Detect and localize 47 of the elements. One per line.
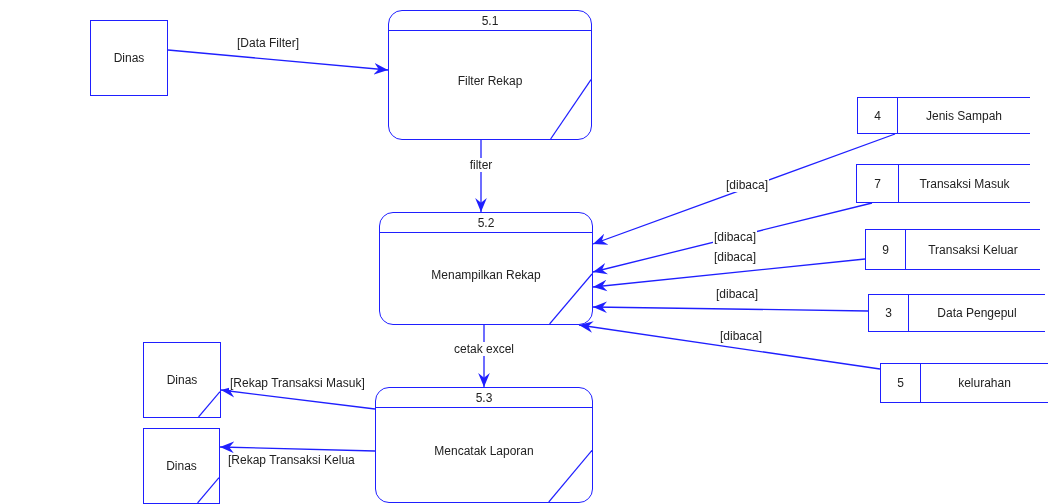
arrow (592, 133, 896, 245)
edge-label: [dibaca] (713, 230, 757, 244)
store-label: Data Pengepul (937, 305, 1017, 322)
process-label: Menampilkan Rekap (431, 266, 541, 284)
data-store (868, 294, 1045, 332)
process-number: 5.1 (481, 12, 499, 30)
process-box (379, 212, 593, 325)
process-label: Filter Rekap (457, 73, 523, 90)
store-label: Transaksi Masuk (919, 175, 1010, 193)
data-store (865, 229, 1040, 270)
store-label: Jenis Sampah (925, 107, 1002, 125)
edge-label: cetak excel (453, 342, 515, 356)
edge-label: [dibaca] (713, 250, 757, 264)
store-label: kelurahan (958, 375, 1011, 392)
store-number: 9 (882, 241, 889, 259)
process-label: Mencatak Laporan (434, 443, 534, 460)
external-entity (90, 20, 168, 96)
data-store (880, 363, 1048, 403)
arrow (219, 441, 376, 454)
entity-label: Dinas (166, 372, 198, 389)
edge-label: [Data Filter] (236, 36, 300, 50)
entity-label: Dinas (113, 50, 145, 67)
arrow (167, 49, 389, 75)
arrow (592, 258, 866, 292)
store-number: 3 (885, 305, 892, 322)
process-number: 5.2 (477, 214, 495, 232)
arrow (578, 321, 881, 370)
external-entity (143, 342, 221, 418)
arrow (592, 301, 869, 314)
store-number: 5 (897, 375, 904, 392)
edge-label: filter (468, 158, 494, 172)
edge-label: [dibaca] (725, 178, 769, 192)
data-store (856, 164, 1030, 203)
store-number: 7 (874, 175, 881, 193)
data-store (857, 97, 1030, 134)
store-label: Transaksi Keluar (928, 241, 1018, 259)
arrow (220, 385, 376, 410)
process-box (375, 387, 593, 503)
edge-label: [Rekap Transaksi Masuk] (229, 376, 366, 390)
store-number: 4 (874, 107, 881, 125)
external-entity (143, 428, 220, 504)
process-box (388, 10, 592, 140)
edge-label: [dibaca] (715, 287, 759, 301)
edge-label: [dibaca] (719, 329, 763, 343)
entity-label: Dinas (166, 458, 197, 475)
process-number: 5.3 (475, 389, 493, 407)
edge-label: [Rekap Transaksi Kelua (227, 453, 356, 467)
